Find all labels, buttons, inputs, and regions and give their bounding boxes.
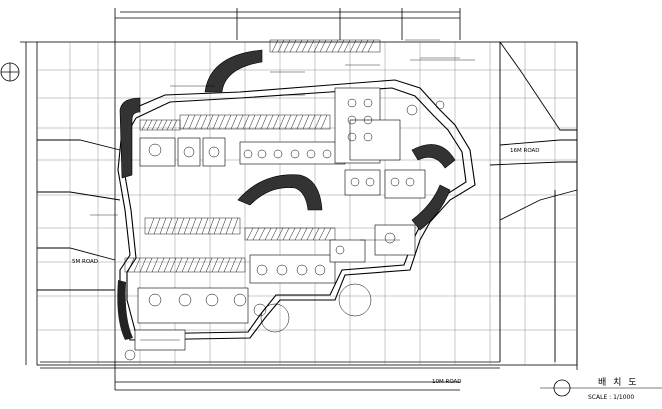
vehicle-ramps: [117, 49, 456, 340]
parking-bays-middle: [124, 217, 336, 273]
title-block: 배 치 도 SCALE : 1/1000: [540, 376, 662, 401]
road-label-west: 5M ROAD: [72, 259, 98, 265]
road-label-south: 10M ROAD: [432, 379, 462, 385]
drawing-scale: SCALE : 1/1000: [588, 394, 634, 401]
north-arrow-icon: [0, 62, 20, 82]
road-edges: [37, 41, 578, 362]
stair-symbols: [148, 98, 415, 307]
building-footprint: [117, 79, 476, 341]
road-label-east: 16M ROAD: [510, 148, 540, 154]
trees: [124, 100, 445, 361]
core-rooms: [134, 87, 426, 351]
site-boundary-lines: [20, 8, 578, 391]
leader-lines: [90, 39, 475, 341]
parking-bays-top: [139, 39, 381, 131]
drawing-title: 배 치 도: [598, 376, 639, 388]
